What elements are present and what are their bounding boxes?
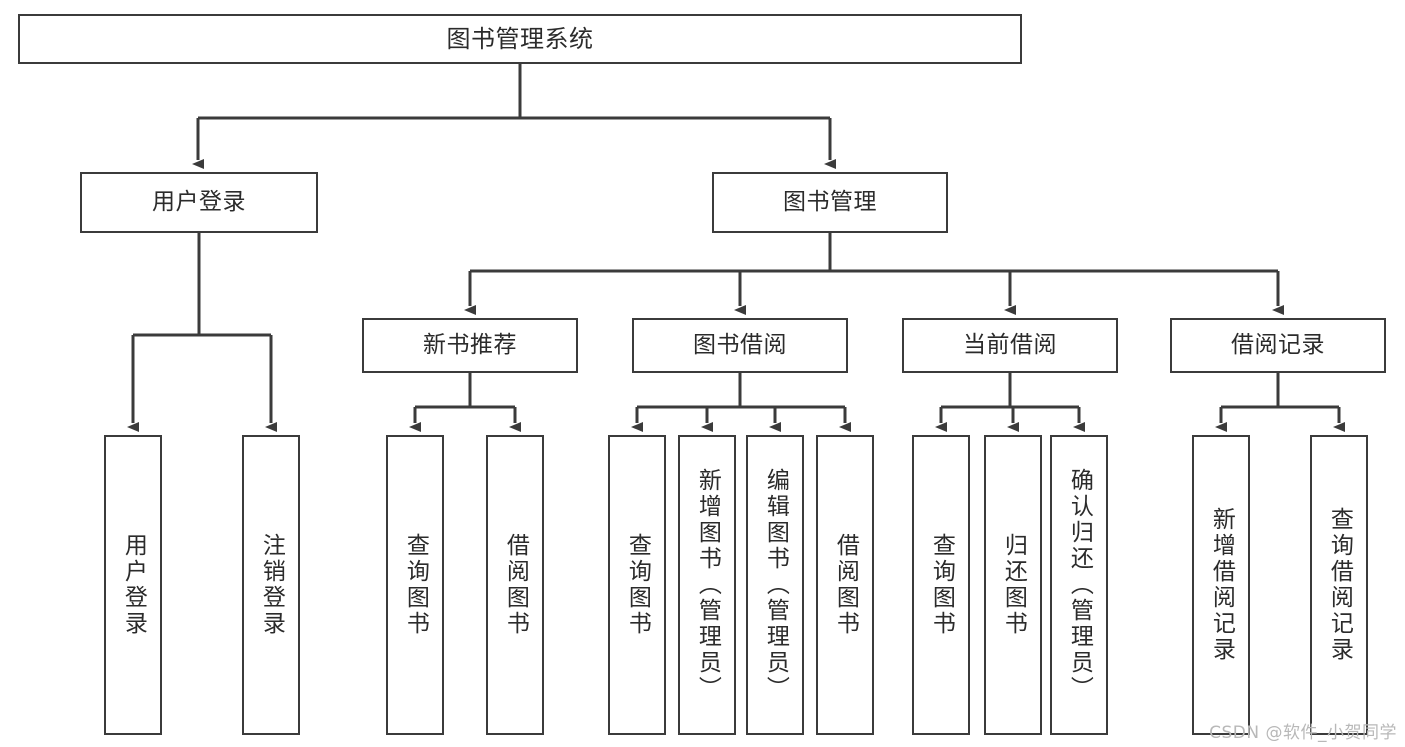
node-leaf-add-book[interactable]: 新增图书（管理员） bbox=[678, 435, 736, 735]
node-book-manage[interactable]: 图书管理 bbox=[712, 172, 948, 233]
node-leaf-query-record[interactable]: 查询借阅记录 bbox=[1310, 435, 1368, 735]
node-leaf-return-book[interactable]: 归还图书 bbox=[984, 435, 1042, 735]
node-leaf-query-book-b[interactable]: 查询图书 bbox=[608, 435, 666, 735]
node-new-book-recommend-label: 新书推荐 bbox=[423, 331, 517, 358]
node-leaf-edit-book[interactable]: 编辑图书（管理员） bbox=[746, 435, 804, 735]
watermark: CSDN @软件_小贺同学 bbox=[1209, 723, 1397, 743]
node-leaf-borrow-book-a[interactable]: 借阅图书 bbox=[486, 435, 544, 735]
node-leaf-user-login[interactable]: 用户登录 bbox=[104, 435, 162, 735]
node-leaf-add-record[interactable]: 新增借阅记录 bbox=[1192, 435, 1250, 735]
node-leaf-query-record-label: 查询借阅记录 bbox=[1326, 507, 1353, 663]
node-leaf-query-book-c[interactable]: 查询图书 bbox=[912, 435, 970, 735]
node-leaf-logout-label: 注销登录 bbox=[258, 533, 285, 637]
node-borrow-record[interactable]: 借阅记录 bbox=[1170, 318, 1386, 373]
node-current-borrow[interactable]: 当前借阅 bbox=[902, 318, 1118, 373]
node-new-book-recommend[interactable]: 新书推荐 bbox=[362, 318, 578, 373]
node-leaf-edit-book-label: 编辑图书（管理员） bbox=[762, 468, 789, 702]
node-root-label: 图书管理系统 bbox=[446, 24, 594, 53]
node-book-manage-label: 图书管理 bbox=[783, 188, 877, 215]
node-leaf-user-login-label: 用户登录 bbox=[120, 533, 147, 637]
node-leaf-add-record-label: 新增借阅记录 bbox=[1208, 507, 1235, 663]
node-leaf-logout[interactable]: 注销登录 bbox=[242, 435, 300, 735]
node-leaf-confirm-return[interactable]: 确认归还（管理员） bbox=[1050, 435, 1108, 735]
node-current-borrow-label: 当前借阅 bbox=[963, 331, 1057, 358]
node-leaf-query-book-a-label: 查询图书 bbox=[402, 533, 429, 637]
node-leaf-borrow-book-b[interactable]: 借阅图书 bbox=[816, 435, 874, 735]
node-book-borrow-label: 图书借阅 bbox=[693, 331, 787, 358]
node-leaf-borrow-book-a-label: 借阅图书 bbox=[502, 533, 529, 637]
node-leaf-query-book-c-label: 查询图书 bbox=[928, 533, 955, 637]
node-user-login-label: 用户登录 bbox=[152, 188, 246, 215]
node-borrow-record-label: 借阅记录 bbox=[1231, 331, 1325, 358]
node-book-borrow[interactable]: 图书借阅 bbox=[632, 318, 848, 373]
node-leaf-query-book-b-label: 查询图书 bbox=[624, 533, 651, 637]
node-leaf-add-book-label: 新增图书（管理员） bbox=[694, 468, 721, 702]
node-root[interactable]: 图书管理系统 bbox=[18, 14, 1022, 64]
node-user-login[interactable]: 用户登录 bbox=[80, 172, 318, 233]
node-leaf-return-book-label: 归还图书 bbox=[1000, 533, 1027, 637]
node-leaf-query-book-a[interactable]: 查询图书 bbox=[386, 435, 444, 735]
node-leaf-confirm-return-label: 确认归还（管理员） bbox=[1066, 468, 1093, 702]
node-leaf-borrow-book-b-label: 借阅图书 bbox=[832, 533, 859, 637]
